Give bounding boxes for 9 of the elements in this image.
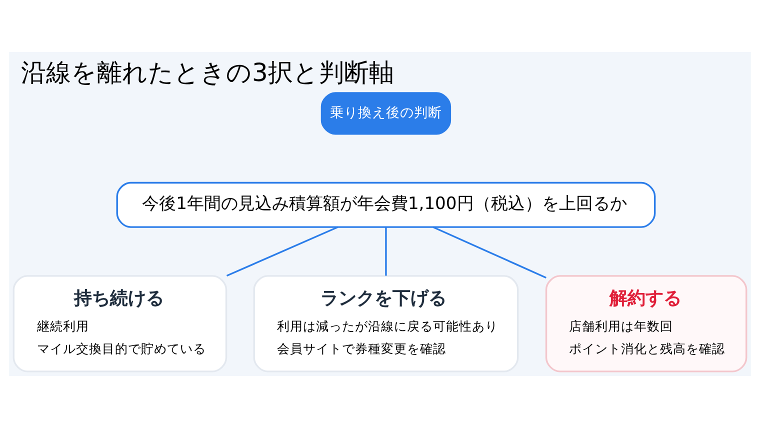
connector [432,226,546,278]
connector [385,227,387,276]
label: 乗り換え後の判断 [330,104,442,121]
node-box: ランクを下げる 利用は減ったが沿線に戻る可能性あり 会員サイトで券種変更を確認 [253,275,519,372]
node-box: 持ち続ける 継続利用 マイル交換目的で貯めている [12,275,228,372]
node-box: 今後1年間の見込み積算額が年会費1,100円（税込）を上回るか [116,182,656,228]
node-box: 解約する 店舗利用は年数回 ポイント消化と残高を確認 [545,275,748,372]
diagram-title: 沿線を離れたときの3択と判断軸 [21,58,394,88]
connector [226,226,338,277]
